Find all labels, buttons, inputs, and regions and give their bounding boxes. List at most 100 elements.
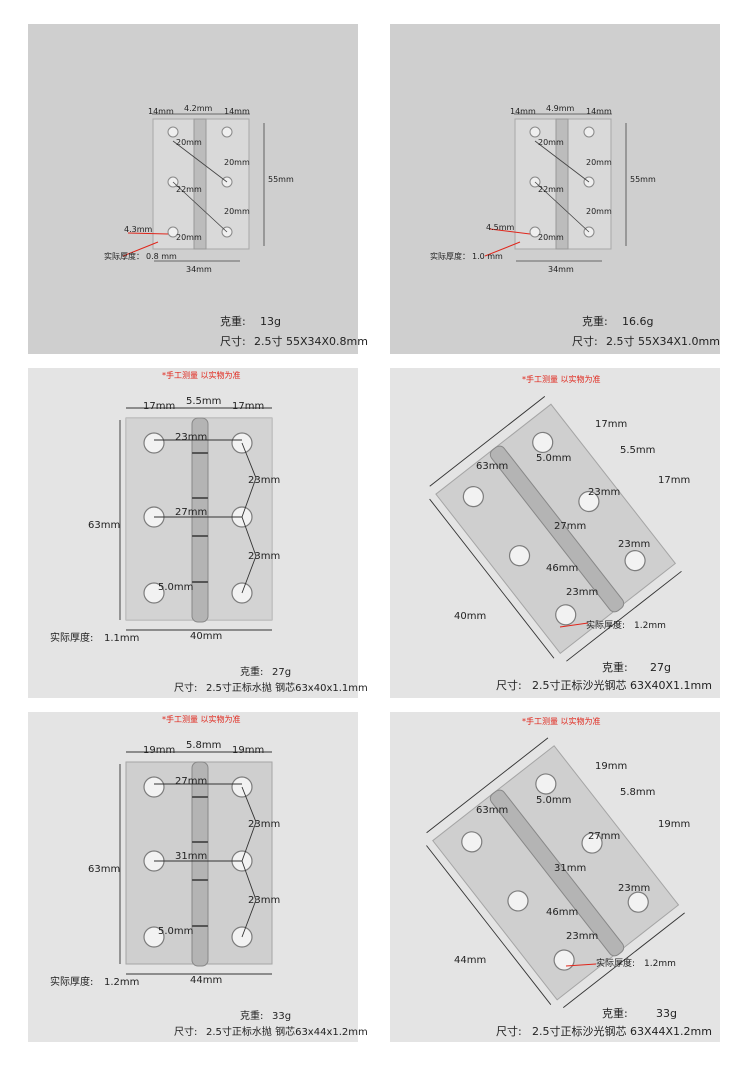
dim-a: 27mm (175, 776, 208, 787)
dim-left: 14mm (148, 107, 174, 116)
dim-a: 20mm (538, 138, 564, 147)
dim-hole: 5.0mm (536, 795, 572, 806)
dim-c: 22mm (538, 185, 564, 194)
size-value: 2.5寸正标沙光钢芯 63X40X1.1mm (532, 679, 712, 692)
dim-a: 27mm (588, 831, 621, 842)
dim-left: 17mm (143, 401, 176, 412)
thickness-label: 实际厚度: (50, 633, 94, 644)
hinge-panel-2: 14mm 4.9mm 14mm 20mm 20mm 22mm 20mm 20mm… (390, 24, 720, 354)
weight-label: 克重: (602, 1007, 628, 1020)
measure-note: *手工测量 以实物为准 (522, 717, 601, 726)
dim-left: 19mm (143, 745, 176, 756)
thickness-value: 1.0 mm (472, 252, 503, 261)
weight-value: 27g (650, 661, 671, 674)
hinge-panel-3: *手工测量 以实物为准 17mm 5.5mm 17mm 23mm 23mm 27… (28, 368, 368, 698)
weight-value: 33g (272, 1011, 292, 1022)
dim-width: 44mm (190, 975, 223, 986)
dim-c: 31mm (554, 863, 587, 874)
thickness-label: 实际厚度： (104, 252, 144, 261)
dim-hole: 4.3mm (124, 225, 153, 234)
thickness-label: 实际厚度: (50, 977, 94, 988)
dim-height: 55mm (630, 175, 656, 184)
measure-note: *手工测量 以实物为准 (162, 715, 241, 724)
dim-center: 5.8mm (186, 740, 222, 751)
dim-center: 5.8mm (620, 787, 656, 798)
dim-center: 4.2mm (184, 104, 213, 113)
dim-right: 19mm (232, 745, 265, 756)
size-label: 尺寸: (572, 335, 598, 348)
dim-c: 27mm (175, 507, 208, 518)
dim-d: 46mm (546, 907, 579, 918)
dim-d: 46mm (546, 563, 579, 574)
dim-b: 23mm (618, 883, 651, 894)
weight-label: 克重: (602, 661, 628, 674)
size-value: 2.5寸 55X34X1.0mm (606, 335, 720, 348)
dim-c: 22mm (176, 185, 202, 194)
dim-right: 19mm (658, 819, 691, 830)
hinge-drawing (119, 407, 273, 631)
thickness-value: 1.2mm (644, 959, 676, 969)
weight-label: 克重: (240, 1011, 264, 1022)
dim-center: 4.9mm (546, 104, 575, 113)
size-value: 2.5寸正标水抛 钢芯63x44x1.2mm (206, 1027, 368, 1038)
dim-hole: 5.0mm (158, 582, 194, 593)
dim-right: 17mm (658, 475, 691, 486)
hinge-drawing (429, 396, 682, 662)
dim-height: 63mm (476, 461, 509, 472)
dim-height: 63mm (476, 805, 509, 816)
hinge-drawing (119, 751, 273, 975)
dim-hole: 5.0mm (158, 926, 194, 937)
dim-width: 34mm (548, 265, 574, 274)
dim-c: 31mm (175, 851, 208, 862)
dim-d: 20mm (224, 207, 250, 216)
hinge-panel-4: *手工测量 以实物为准 17mm 5.5mm 17mm 23mm 23mm 27… (390, 368, 720, 698)
thickness-value: 1.2mm (634, 621, 666, 631)
dim-right: 14mm (586, 107, 612, 116)
hinge-panel-6: *手工测量 以实物为准 19mm 5.8mm 19mm 27mm 23mm 31… (390, 712, 720, 1042)
dim-d: 23mm (248, 551, 281, 562)
dim-left: 17mm (595, 419, 628, 430)
hinge-drawing (426, 737, 685, 1009)
dim-hole: 5.0mm (536, 453, 572, 464)
weight-value: 27g (272, 667, 292, 678)
weight-label: 克重: (240, 667, 264, 678)
dim-b: 23mm (618, 539, 651, 550)
dim-left: 19mm (595, 761, 628, 772)
dim-a: 20mm (176, 138, 202, 147)
size-label: 尺寸: (496, 1025, 522, 1038)
thickness-value: 0.8 mm (146, 252, 177, 261)
size-value: 2.5寸正标水抛 钢芯63x40x1.1mm (206, 683, 368, 694)
size-value: 2.5寸 55X34X0.8mm (254, 335, 368, 348)
dim-center: 5.5mm (620, 445, 656, 456)
size-value: 2.5寸正标沙光钢芯 63X44X1.2mm (532, 1025, 712, 1038)
measure-note: *手工测量 以实物为准 (522, 375, 601, 384)
dim-e: 20mm (176, 233, 202, 242)
dim-width: 40mm (454, 611, 487, 622)
dim-b: 23mm (248, 819, 281, 830)
weight-value: 33g (656, 1007, 677, 1020)
dim-width: 44mm (454, 955, 487, 966)
dim-center: 5.5mm (186, 396, 222, 407)
dim-a: 23mm (175, 432, 208, 443)
thickness-value: 1.2mm (104, 977, 140, 988)
dim-width: 34mm (186, 265, 212, 274)
dim-height: 63mm (88, 864, 121, 875)
dim-e: 23mm (566, 931, 599, 942)
dim-e: 20mm (538, 233, 564, 242)
dim-height: 63mm (88, 520, 121, 531)
dim-height: 55mm (268, 175, 294, 184)
weight-value: 16.6g (622, 315, 654, 328)
dim-hole: 4.5mm (486, 223, 515, 232)
hinge-panel-1: 14mm 4.2mm 14mm 20mm 20mm 22mm 20mm 20mm… (28, 24, 368, 354)
size-label: 尺寸: (220, 335, 246, 348)
thickness-value: 1.1mm (104, 633, 140, 644)
dim-width: 40mm (190, 631, 223, 642)
dim-d: 23mm (248, 895, 281, 906)
dim-d: 20mm (586, 207, 612, 216)
weight-label: 克重: (220, 315, 246, 328)
dim-b: 20mm (586, 158, 612, 167)
weight-label: 克重: (582, 315, 608, 328)
dim-b: 20mm (224, 158, 250, 167)
thickness-label: 实际厚度： (430, 252, 470, 261)
dim-e: 23mm (566, 587, 599, 598)
